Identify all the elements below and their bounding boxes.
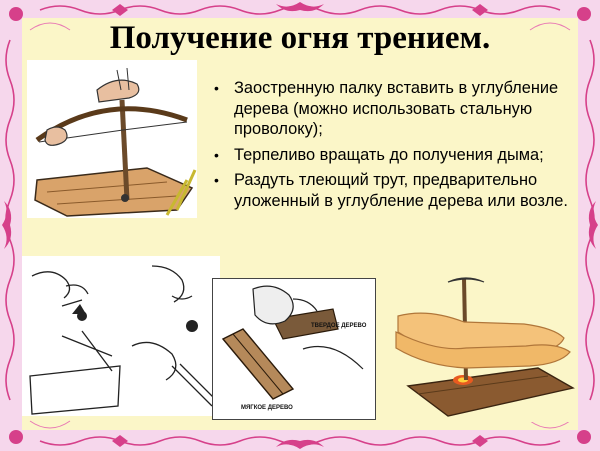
- bullet-dot-icon: •: [214, 172, 219, 188]
- bullet-item: • Заостренную палку вставить в углублени…: [212, 78, 584, 140]
- hand-drill-illustration: [388, 276, 578, 422]
- fire-plough-illustration: ТВЕРДОЕ ДЕРЕВО МЯГКОЕ ДЕРЕВО: [212, 278, 376, 420]
- bullet-dot-icon: •: [214, 80, 219, 96]
- bullet-item: • Терпеливо вращать до получения дыма;: [212, 145, 584, 166]
- soft-wood-label: МЯГКОЕ ДЕРЕВО: [241, 405, 293, 411]
- bullet-list: • Заостренную палку вставить в углублени…: [212, 78, 584, 216]
- bullet-text: Заостренную палку вставить в углубление …: [234, 79, 559, 138]
- hard-wood-label: ТВЕРДОЕ ДЕРЕВО: [311, 323, 367, 329]
- slide-title: Получение огня трением.: [109, 20, 491, 56]
- bullet-text: Терпеливо вращать до получения дыма;: [234, 145, 544, 164]
- bullet-dot-icon: •: [214, 146, 219, 163]
- bullet-item: • Раздуть тлеющий трут, предварительно у…: [212, 170, 584, 211]
- fire-steps-illustration: [22, 256, 220, 416]
- bow-drill-illustration: [27, 60, 197, 218]
- bullet-text: Раздуть тлеющий трут, предварительно уло…: [234, 171, 568, 210]
